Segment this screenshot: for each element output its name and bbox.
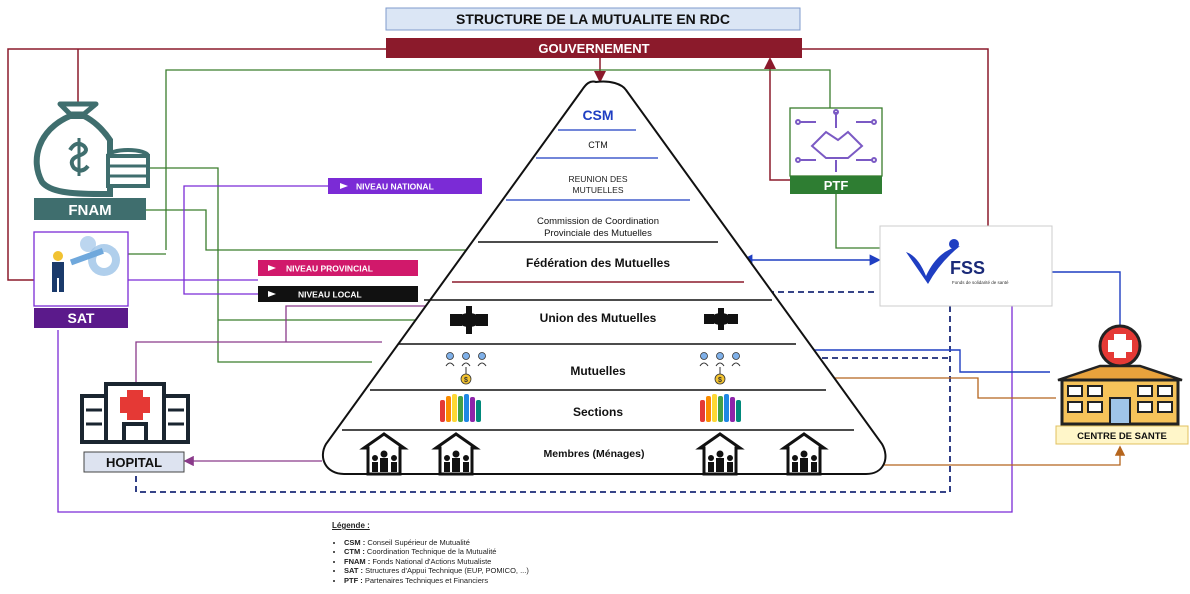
- level-mutuelles: Mutuelles: [570, 364, 626, 378]
- centre-sante-connectors: [830, 377, 1126, 466]
- svg-text:$: $: [718, 377, 722, 384]
- tag-niveau-provincial: NIVEAU PROVINCIAL: [258, 260, 418, 276]
- technician-gear-icon: [52, 236, 120, 292]
- handshake-icon: [704, 308, 738, 330]
- raised-hands-icon: [700, 394, 741, 422]
- legend-item: SAT : Structures d'Appui Technique (EUP,…: [344, 566, 752, 576]
- money-bag-icon: [33, 101, 150, 197]
- legend-item: FNAM : Fonds National d'Actions Mutualis…: [344, 557, 752, 567]
- level-membres: Membres (Ménages): [544, 448, 645, 460]
- centre-sante-label: CENTRE DE SANTE: [1077, 431, 1167, 442]
- level-sections: Sections: [573, 405, 623, 419]
- legend-text: Fonds National d'Actions Mutualiste: [372, 556, 492, 566]
- svg-text:$: $: [464, 377, 468, 384]
- health-center-icon: [1057, 324, 1183, 426]
- contribution-icon: $: [699, 352, 741, 385]
- tag-niveau-local: NIVEAU LOCAL: [258, 286, 418, 302]
- legend-text: Structures d'Appui Technique (EUP, POMIC…: [365, 566, 529, 575]
- legend-item: CTM : Coordination Technique de la Mutua…: [344, 547, 752, 557]
- dashed-connectors: [135, 291, 951, 493]
- hopital-connectors: [135, 305, 430, 467]
- diagram-title: STRUCTURE DE LA MUTUALITE EN RDC: [456, 11, 730, 27]
- fss-subtitle: Fonds de solidarité de santé: [952, 280, 1009, 285]
- gouvernement-box: GOUVERNEMENT: [386, 38, 802, 58]
- gouvernement-label: GOUVERNEMENT: [538, 41, 649, 56]
- gouvernement-connectors: [7, 48, 989, 281]
- legend-text: Partenaires Techniques et Financiers: [364, 575, 489, 585]
- legend-abbr: CSM :: [344, 537, 366, 547]
- family-house-icon: [431, 432, 481, 476]
- sat-connectors: [57, 185, 1013, 513]
- level-union: Union des Mutuelles: [540, 311, 657, 325]
- hopital-label: HOPITAL: [106, 455, 162, 470]
- fnam-label: FNAM: [68, 202, 111, 219]
- family-house-icon: [779, 432, 829, 476]
- fss-logo-text: FSS: [950, 258, 985, 278]
- fss-connectors: [741, 254, 1121, 373]
- fnam-block: FNAM: [33, 101, 150, 220]
- legend-abbr: CTM :: [344, 547, 365, 556]
- fnam-connectors: [128, 69, 880, 363]
- legend-text: Conseil Supérieur de Mutualité: [367, 537, 470, 547]
- handshake-icon: [450, 306, 488, 334]
- sat-block: SAT: [33, 231, 129, 328]
- hopital-block: HOPITAL: [80, 382, 190, 473]
- centre-sante-block: CENTRE DE SANTE: [1055, 324, 1189, 445]
- legend-abbr: FNAM :: [344, 556, 371, 566]
- legend-item: CSM : Conseil Supérieur de Mutualité: [344, 538, 752, 548]
- legend-list: CSM : Conseil Supérieur de Mutualité CTM…: [332, 538, 752, 586]
- level-reunion-1: REUNION DES: [568, 174, 627, 184]
- legend-item: PTF : Partenaires Techniques et Financie…: [344, 576, 752, 586]
- family-house-icon: [359, 432, 409, 476]
- level-csm: CSM: [582, 107, 613, 123]
- legend-text: Coordination Technique de la Mutualité: [366, 547, 497, 556]
- ptf-label: PTF: [824, 178, 849, 193]
- level-commission-1: Commission de Coordination: [537, 216, 659, 227]
- title-box: STRUCTURE DE LA MUTUALITE EN RDC: [385, 7, 801, 31]
- level-ctm: CTM: [588, 140, 608, 150]
- raised-hands-icon: [440, 394, 481, 422]
- fss-logo-icon: [906, 239, 960, 284]
- legend-abbr: PTF :: [344, 575, 363, 585]
- legend-title: Légende :: [332, 521, 370, 530]
- pyramid: CSM CTM REUNION DES MUTUELLES Commission…: [321, 80, 887, 476]
- legend-abbr: SAT :: [344, 566, 364, 575]
- contribution-icon: $: [445, 352, 487, 385]
- family-house-icon: [695, 432, 745, 476]
- fss-block: FSS Fonds de solidarité de santé: [879, 225, 1053, 307]
- sat-label: SAT: [68, 310, 95, 326]
- level-commission-2: Provinciale des Mutuelles: [544, 228, 652, 239]
- digital-handshake-icon: [795, 109, 877, 172]
- legend: Légende : CSM : Conseil Supérieur de Mut…: [332, 521, 752, 585]
- level-federation: Fédération des Mutuelles: [526, 256, 670, 270]
- tag-local-label: NIVEAU LOCAL: [298, 290, 362, 300]
- tag-national-label: NIVEAU NATIONAL: [356, 182, 434, 192]
- hospital-building-icon: [80, 382, 190, 444]
- ptf-block: PTF: [789, 107, 883, 194]
- tag-provincial-label: NIVEAU PROVINCIAL: [286, 264, 373, 274]
- tag-niveau-national: NIVEAU NATIONAL: [328, 178, 482, 194]
- level-reunion-2: MUTUELLES: [572, 185, 623, 195]
